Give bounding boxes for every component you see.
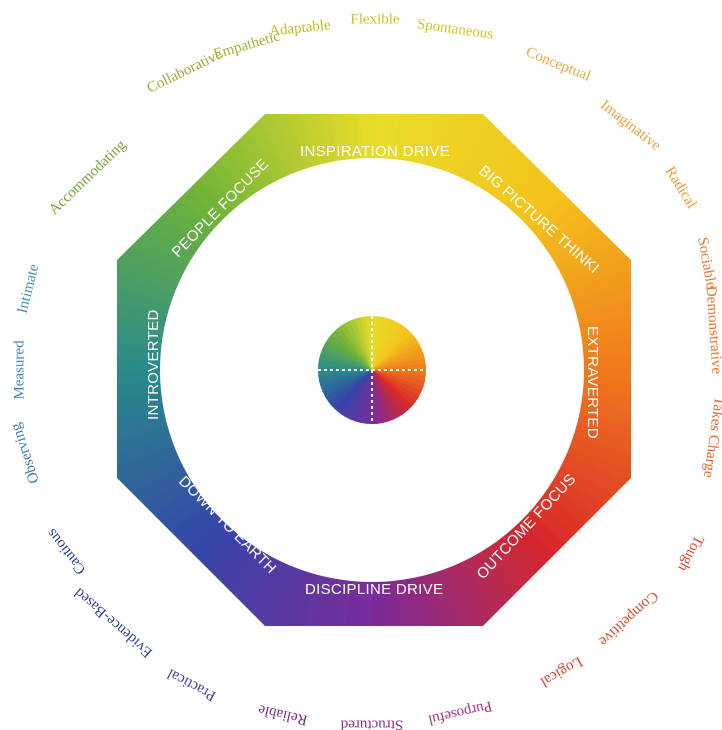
trait-label-adaptable: Adaptable [268, 17, 331, 39]
center-color-wedge [371, 356, 426, 371]
center-color-wedge [352, 316, 373, 371]
trait-label-intimate: Intimate [15, 262, 43, 315]
trait-label-demonstrative: Demonstrative [703, 285, 722, 375]
center-color-wedge [370, 369, 379, 424]
trait-label-structured: Structured [340, 717, 403, 730]
ring-label-introverted: INTROVERTED [145, 309, 162, 420]
center-color-wedge [371, 369, 386, 424]
trait-label-measured: Measured [11, 340, 27, 400]
trait-label-accommodating: Accommodating [46, 137, 129, 218]
trait-label-takes-charge: Takes Charge [700, 396, 722, 479]
center-color-wedge [358, 316, 373, 371]
center-crosshair [318, 316, 426, 424]
ring-label-extraverted: EXTRAVERTED [584, 326, 601, 439]
trait-label-sociable: Sociable [694, 236, 719, 290]
trait-label-purposeful: Purposeful [427, 697, 494, 727]
center-color-wheel [318, 316, 426, 424]
trait-label-spontaneous: Spontaneous [416, 16, 494, 43]
trait-label-logical: Logical [537, 653, 585, 690]
center-color-wedge [371, 369, 398, 424]
center-color-wedge [371, 344, 426, 371]
trait-label-conceptual: Conceptual [524, 44, 593, 84]
trait-label-practical: Practical [165, 665, 219, 704]
center-color-wedge [365, 316, 374, 371]
center-color-wedge [346, 316, 373, 371]
center-color-wedge [371, 350, 426, 371]
center-color-wedge [318, 369, 373, 384]
trait-label-evidence-based: Evidence-Based [71, 584, 155, 660]
center-color-wedge [318, 369, 373, 390]
trait-label-observing: Observing [8, 421, 43, 486]
center-color-wedge [318, 369, 373, 396]
trait-label-tough: Tough [674, 533, 706, 575]
trait-label-imaginative: Imaginative [597, 97, 664, 154]
trait-label-reliable: Reliable [256, 701, 309, 728]
trait-label-radical: Radical [662, 164, 700, 211]
trait-label-flexible: Flexible [350, 11, 400, 27]
trait-label-cautious: Cautious [44, 525, 90, 577]
center-color-wedge [371, 363, 426, 372]
trait-label-competitive: Competitive [595, 588, 661, 650]
center-color-wedge [371, 369, 392, 424]
center-color-wedge [318, 368, 373, 377]
